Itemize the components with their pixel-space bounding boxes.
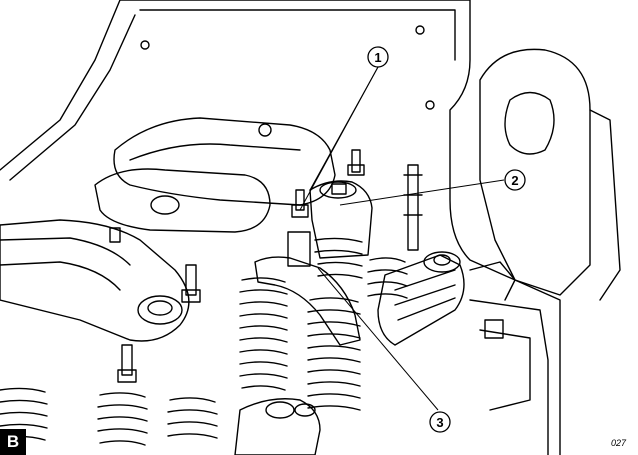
valve-springs [0, 237, 408, 446]
injector-top [309, 180, 373, 259]
callout-2: 2 [504, 169, 526, 191]
fuel-injector-right [377, 251, 465, 346]
fuel-injector-bottom [234, 398, 321, 455]
adjusting-screws [109, 149, 365, 383]
rocker-arm-rear [94, 117, 336, 233]
callout-3: 3 [429, 411, 451, 433]
lifting-bracket [479, 48, 621, 301]
figure-code: 027 [610, 438, 626, 448]
head-cover-housing [0, 0, 561, 455]
panel-label-badge: B [0, 429, 26, 455]
callout-2-label: 2 [511, 173, 518, 188]
valve-bridge [254, 231, 361, 346]
fuel-pipe [403, 164, 423, 251]
rocker-arm-front [0, 219, 190, 342]
callout-leaders [299, 66, 505, 411]
callout-3-label: 3 [436, 415, 443, 430]
callout-1: 1 [367, 46, 389, 68]
cylinder-head-body [469, 261, 549, 455]
callout-1-label: 1 [374, 50, 381, 65]
